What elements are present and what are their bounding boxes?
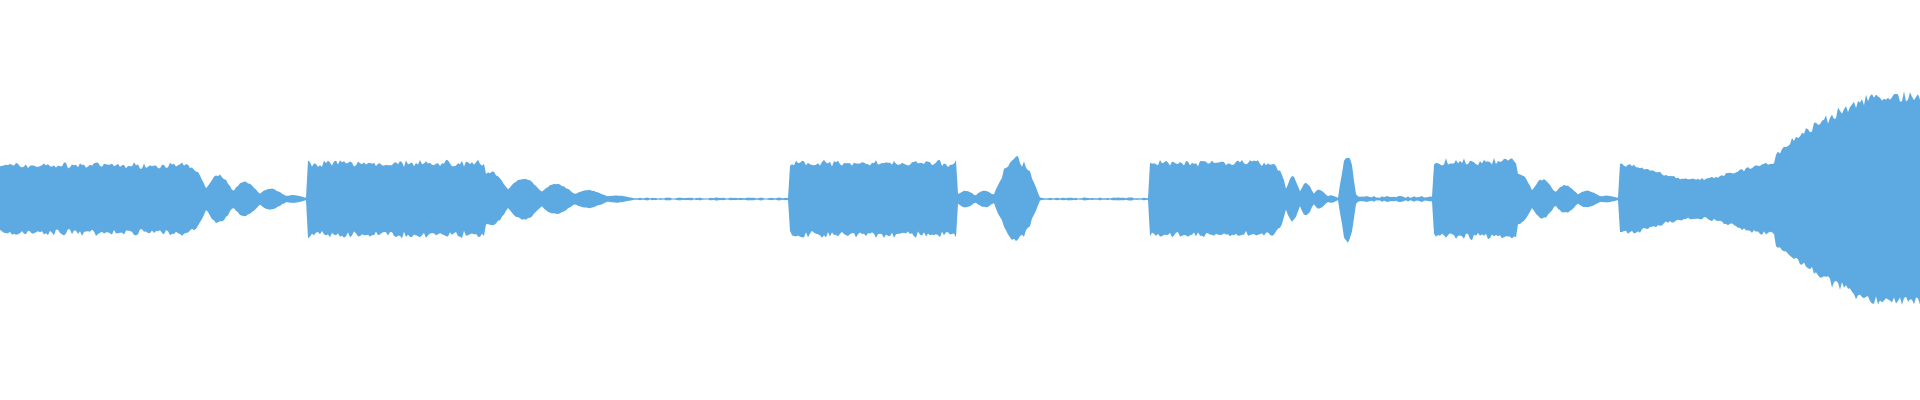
waveform-envelope bbox=[0, 91, 1920, 305]
